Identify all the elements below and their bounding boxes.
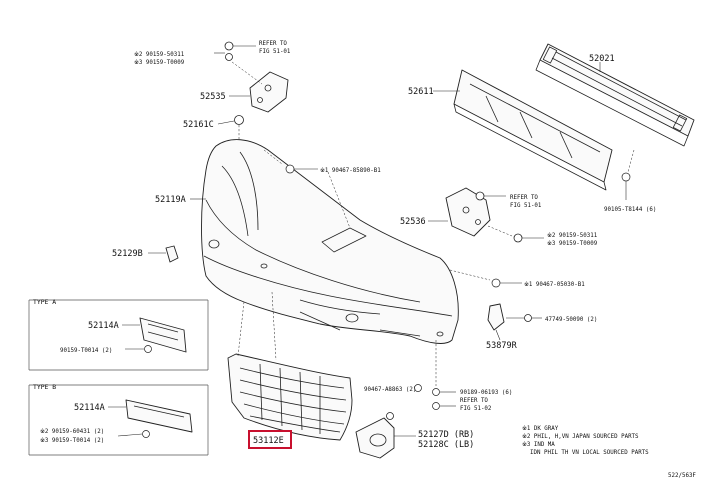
ref-47749[interactable]: 47749-50090 (2): [545, 317, 597, 323]
part-number-52536[interactable]: 52536: [400, 217, 426, 227]
part-number-52114a-type-a[interactable]: 52114A: [88, 321, 119, 331]
ref-90467-85890[interactable]: ※1 90467-85890-B1: [320, 167, 381, 174]
mid-clip-ref-2[interactable]: ※3 90159-T0009: [547, 240, 598, 247]
type-b-box: [28, 384, 209, 456]
front-bumper-cover[interactable]: [201, 139, 459, 344]
top-refer-line1[interactable]: REFER TO: [259, 41, 287, 47]
type-a-label: TYPE A: [33, 298, 56, 306]
low-refer-line2[interactable]: FIG 51-02: [460, 406, 491, 412]
part-number-53112e-highlight: [248, 430, 292, 449]
ref-90105[interactable]: 90105-T8144 (6): [604, 207, 656, 213]
top-clip-ref-2[interactable]: ※3 90159-T0009: [134, 59, 185, 66]
part-number-52611[interactable]: 52611: [408, 87, 434, 97]
license-bracket-type-b[interactable]: [125, 399, 193, 438]
side-retainer-left[interactable]: [231, 61, 289, 113]
figure-code: 522/563F: [668, 473, 696, 479]
side-retainer-right[interactable]: [445, 187, 544, 243]
mid-refer-line1[interactable]: REFER TO: [510, 195, 538, 201]
part-number-53879r[interactable]: 53879R: [486, 341, 518, 351]
type-b-clip-ref-1[interactable]: ※2 90159-60431 (2): [40, 428, 104, 435]
mid-refer-line2[interactable]: FIG 51-01: [510, 203, 542, 209]
bumper-reinforcement[interactable]: [535, 43, 695, 147]
part-number-52021[interactable]: 52021: [589, 54, 615, 64]
type-a-box: [28, 299, 209, 371]
type-b-clip-ref-2[interactable]: ※3 90159-T0014 (2): [40, 437, 104, 444]
low-refer-line1[interactable]: REFER TO: [460, 398, 488, 404]
type-a-clip-ref[interactable]: 90159-T0014 (2): [60, 348, 112, 354]
mid-clip-ref-1[interactable]: ※2 90159-50311: [547, 232, 598, 239]
part-number-52535[interactable]: 52535: [200, 92, 226, 102]
ref-90467-05030[interactable]: ※1 90467-05030-B1: [524, 281, 585, 288]
license-bracket-type-a[interactable]: [139, 317, 187, 353]
part-number-52119a[interactable]: 52119A: [155, 195, 186, 205]
note-4: IDN PHIL TH VN LOCAL SOURCED PARTS: [530, 450, 649, 456]
note-3: ※3 IND MA: [522, 441, 555, 448]
bolt-90467-85890[interactable]: [263, 149, 351, 229]
bolt-90105[interactable]: [621, 149, 635, 200]
part-number-52114a-type-b[interactable]: 52114A: [74, 403, 105, 413]
top-refer-line2[interactable]: FIG 51-01: [259, 49, 291, 55]
fog-lamp-cover[interactable]: [355, 417, 416, 459]
note-1: ※1 DK GRAY: [522, 425, 559, 432]
bolt-90467-05030[interactable]: [449, 269, 522, 288]
part-number-52129b[interactable]: 52129B: [112, 249, 143, 259]
note-2: ※2 PHIL, H,VN JAPAN SOURCED PARTS: [522, 433, 639, 440]
type-b-label: TYPE B: [33, 383, 56, 391]
ref-90189[interactable]: 90189-06193 (6): [460, 390, 512, 396]
top-clip-ref-1[interactable]: ※2 90159-50311: [134, 51, 185, 58]
lower-grille[interactable]: [227, 291, 353, 441]
ref-90467-a8863[interactable]: 90467-A8863 (2): [364, 387, 416, 393]
leader: [217, 120, 235, 125]
energy-absorber[interactable]: [453, 69, 613, 191]
retainer-53879r[interactable]: [487, 303, 542, 341]
tow-hook-cover[interactable]: [165, 245, 179, 263]
leader: [117, 433, 143, 437]
top-clip[interactable]: [214, 41, 256, 61]
lower-clips[interactable]: [386, 340, 457, 420]
clip-52161c[interactable]: [234, 115, 244, 149]
part-number-52128c[interactable]: 52128C (LB): [418, 440, 474, 450]
part-number-52127d[interactable]: 52127D (RB): [418, 430, 474, 440]
part-number-53112e[interactable]: 53112E: [253, 436, 284, 446]
part-number-52161c[interactable]: 52161C: [183, 120, 214, 130]
